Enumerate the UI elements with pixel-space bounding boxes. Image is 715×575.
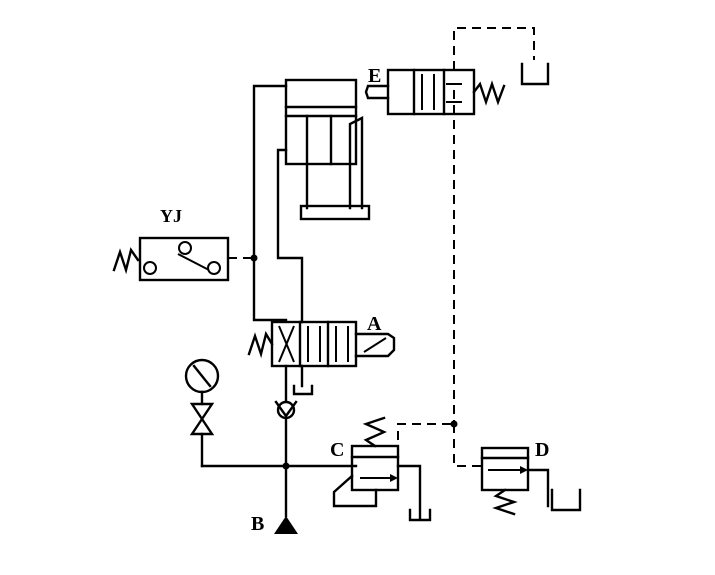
press-platen [299,204,371,221]
workpiece-guide [348,116,364,210]
valve-c-spring [362,416,387,448]
hydraulic-cylinder [284,78,371,221]
pilot-c-to-d [397,423,454,440]
relief-valve-d: D [480,439,582,516]
valve-c-label: C [330,439,344,461]
valve-a-label: A [367,313,382,335]
valve-c-body [350,444,400,492]
valve-a-tank [292,364,314,396]
relay-contact-left [143,261,157,275]
valve-a-cross-2 [278,325,295,363]
valve-c-tank [396,464,432,522]
gauge-needle [192,364,212,388]
pilot-e-to-tank [453,27,535,70]
relay-switch-arm [177,253,210,271]
valve-d-spring [492,488,518,516]
valve-a-body [270,320,358,368]
relay-spring [112,247,140,275]
junction-dot [250,254,258,262]
directional-valve-a: A [247,313,396,396]
solenoid-valve-e: E [364,62,550,116]
valve-d-tank [526,468,582,512]
valve-e-tank [520,62,550,86]
shutoff-valve [189,402,215,436]
cylinder-lines [250,84,304,324]
relief-valve-c: C [330,416,432,522]
valve-d-arrowhead [520,466,528,474]
pressure-relay-yj: YJ [112,206,252,282]
relay-contact-right [207,261,221,275]
valve-c-pilot-loop [332,474,378,508]
pilot-junction [450,420,458,428]
valve-e-body [386,68,476,116]
line-cylinder-top [252,84,288,262]
valve-e-spring [472,80,506,106]
valve-a-solenoid [354,332,396,358]
valve-c-arrowhead [390,474,398,482]
cylinder-barrel [284,78,358,166]
solenoid-winding [363,337,387,353]
pump-b-label: B [251,513,264,535]
line-to-valve-a [252,258,288,322]
pilot-to-valve-d [453,424,482,467]
check-valve-seat [274,400,298,419]
pump-b-symbol [274,516,298,534]
valve-d-label: D [535,439,549,461]
valve-e-label: E [368,65,381,87]
valve-a-spring [247,330,274,359]
line-cylinder-bottom [276,148,304,324]
relay-label: YJ [160,206,182,226]
supply-junction [282,462,290,470]
pilot-lines [397,27,535,467]
relay-contact-top [178,241,192,255]
valve-e-plunger [364,84,390,100]
main-supply-line: B [200,364,358,535]
pressure-gauge-assembly [184,358,220,468]
